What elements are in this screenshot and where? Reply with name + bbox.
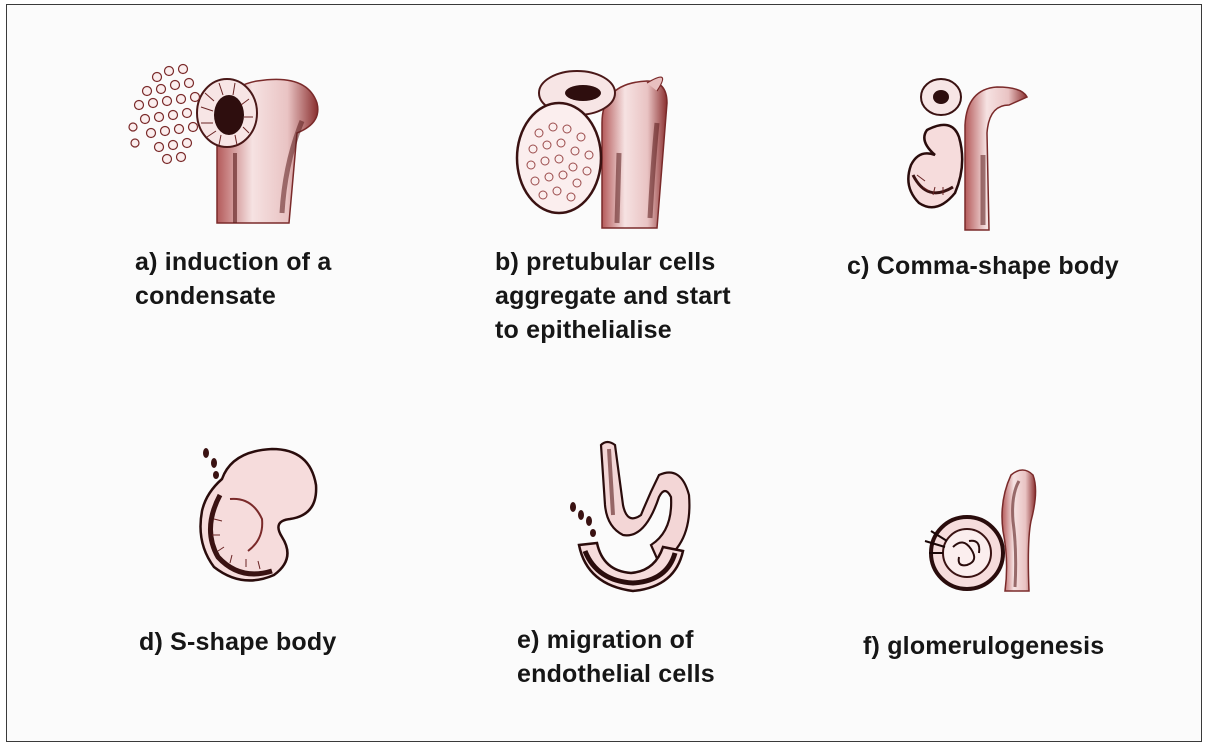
label-stage-a-line-1: a) induction of a xyxy=(135,245,331,279)
label-stage-b-line-3: to epithelialise xyxy=(495,313,731,347)
stage-a-illustration xyxy=(117,43,337,233)
figure-frame: a) induction of a condensate b) pretubul… xyxy=(6,4,1202,742)
label-stage-c-line-1: c) Comma-shape body xyxy=(847,249,1119,283)
stage-d-illustration xyxy=(192,439,332,589)
label-stage-c: c) Comma-shape body xyxy=(847,249,1119,283)
label-stage-b-line-2: aggregate and start xyxy=(495,279,731,313)
label-stage-e: e) migration of endothelial cells xyxy=(517,623,715,691)
label-stage-a: a) induction of a condensate xyxy=(135,245,331,313)
label-stage-d-line-1: d) S-shape body xyxy=(139,625,336,659)
label-stage-b: b) pretubular cells aggregate and start … xyxy=(495,245,731,347)
stage-c-illustration xyxy=(897,75,1037,235)
label-stage-e-line-2: endothelial cells xyxy=(517,657,715,691)
stage-e-illustration xyxy=(563,435,703,605)
label-stage-b-line-1: b) pretubular cells xyxy=(495,245,731,279)
stage-f-illustration xyxy=(919,461,1049,601)
label-stage-f: f) glomerulogenesis xyxy=(863,629,1104,663)
stage-b-illustration xyxy=(507,63,707,233)
label-stage-f-line-1: f) glomerulogenesis xyxy=(863,629,1104,663)
label-stage-e-line-1: e) migration of xyxy=(517,623,715,657)
label-stage-a-line-2: condensate xyxy=(135,279,331,313)
label-stage-d: d) S-shape body xyxy=(139,625,336,659)
